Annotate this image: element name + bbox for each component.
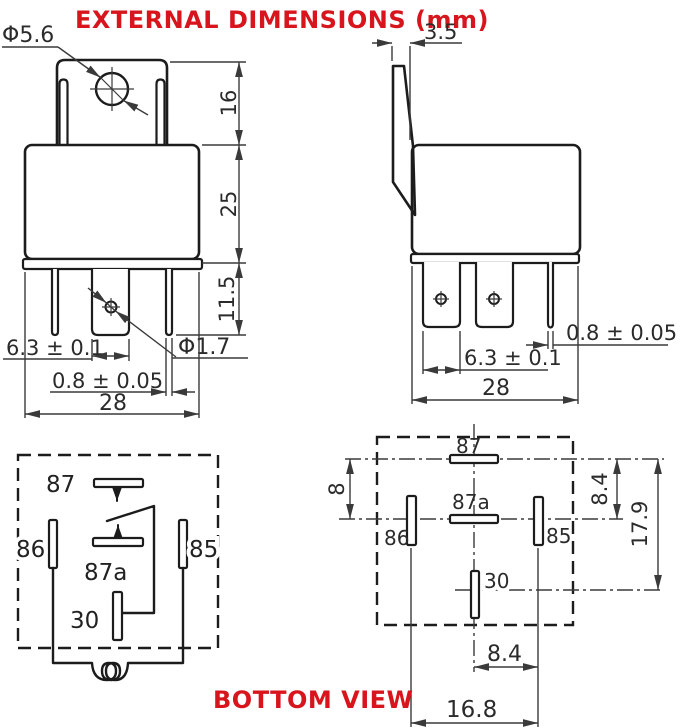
label-pin-30-bottom: 30	[484, 569, 509, 593]
bracket-right-slot	[155, 78, 166, 145]
pin-30-bottom	[469, 569, 481, 620]
label-pin-87a: 87a	[84, 560, 127, 586]
pin-left-front	[50, 269, 60, 337]
mount-bracket-side	[391, 64, 417, 217]
dim-bracket-thickness: 3.5	[424, 20, 457, 44]
dim-row-spacing-right: 8.4	[588, 472, 612, 505]
front-view: Φ5.6 Φ1.7 6.3 ± 0.1 0.8 ± 0.05 28 16 25 …	[2, 23, 248, 418]
base-flange-front	[21, 257, 204, 271]
dim-terminal-length: 11.5	[215, 276, 239, 323]
label-pin-87a-bottom: 87a	[452, 490, 490, 514]
ext-lines-bracket-thickness	[391, 46, 411, 140]
contact-87	[92, 477, 145, 489]
dim-overall-width: 28	[99, 391, 127, 416]
dim-terminal-hole-dia: Φ1.7	[178, 335, 230, 360]
pin-86-symbol	[47, 518, 59, 570]
pin-86-bottom	[405, 494, 418, 547]
base-flange-side	[409, 252, 581, 265]
pin-30-symbol	[111, 590, 124, 642]
blade-2-crosshair	[486, 291, 502, 307]
side-view: 3.5 0.8 ± 0.05 6.3 ± 0.1 28	[372, 20, 677, 404]
label-pin-86: 86	[16, 537, 45, 563]
leader-chord-2	[106, 302, 116, 312]
page-title: EXTERNAL DIMENSIONS (mm)	[75, 6, 489, 34]
label-pin-85: 85	[189, 537, 218, 563]
ext-lines-overall-width	[24, 272, 200, 418]
leader-chord	[100, 77, 124, 101]
leader-arrow-1	[57, 46, 101, 79]
pin-thin-side	[546, 262, 555, 329]
dim-terminal-thickness-side: 0.8 ± 0.05	[566, 321, 677, 345]
label-pin-86-bottom: 86	[384, 526, 409, 550]
ext-lines-heights	[170, 61, 246, 336]
dim-overall-depth: 28	[482, 376, 510, 401]
relay-body-front	[23, 143, 201, 261]
ext-lines-pin-thickness-side	[547, 331, 554, 349]
dim-side-to-side: 16.8	[446, 697, 497, 723]
label-pin-85-bottom: 85	[546, 524, 571, 548]
dim-row-spacing-left: 8	[325, 482, 349, 495]
coil	[51, 566, 185, 682]
dim-terminal-width: 6.3 ± 0.1	[6, 336, 104, 360]
ext-lines-bottom-dims	[410, 548, 539, 727]
dim-terminal-width-side: 6.3 ± 0.1	[464, 346, 562, 370]
bottom-view-caption: BOTTOM VIEW	[213, 686, 414, 714]
leader-arrow-2	[123, 99, 149, 116]
dim-mount-hole-dia: Φ5.6	[2, 23, 54, 48]
bracket-left-slot	[58, 78, 69, 145]
pin-87a-bottom	[448, 513, 500, 525]
dim-body-height: 25	[217, 191, 241, 218]
armature-and-wire-30	[105, 504, 156, 615]
label-pin-87: 87	[46, 472, 75, 498]
bottom-view: 87 87a 86 85 30 8 8.4 17.9 8.4 16.8	[325, 424, 664, 727]
relay-body-side	[410, 143, 582, 256]
label-pin-30: 30	[70, 608, 99, 634]
pin-85-bottom	[532, 495, 545, 547]
ext-lines-depth	[411, 266, 579, 404]
circuit-diagram: 87 86 85 87a 30	[12, 453, 222, 682]
label-pin-87-bottom: 87	[456, 434, 481, 458]
circuit-boundary	[16, 453, 220, 650]
bottom-view-boundary	[375, 435, 575, 627]
ext-lines-pin-thickness	[165, 338, 173, 396]
pin-87-bottom	[448, 453, 500, 465]
leader-arrow-3	[87, 287, 107, 304]
dim-total-depth: 17.9	[628, 501, 652, 548]
contact-87a	[91, 536, 145, 548]
dim-terminal-thickness: 0.8 ± 0.05	[52, 369, 163, 393]
blade-1-crosshair	[433, 291, 449, 307]
pin-right-front	[164, 269, 174, 337]
pin-85-symbol	[177, 518, 189, 570]
dim-center-to-side: 8.4	[487, 642, 522, 667]
dim-bracket-height: 16	[217, 90, 241, 117]
